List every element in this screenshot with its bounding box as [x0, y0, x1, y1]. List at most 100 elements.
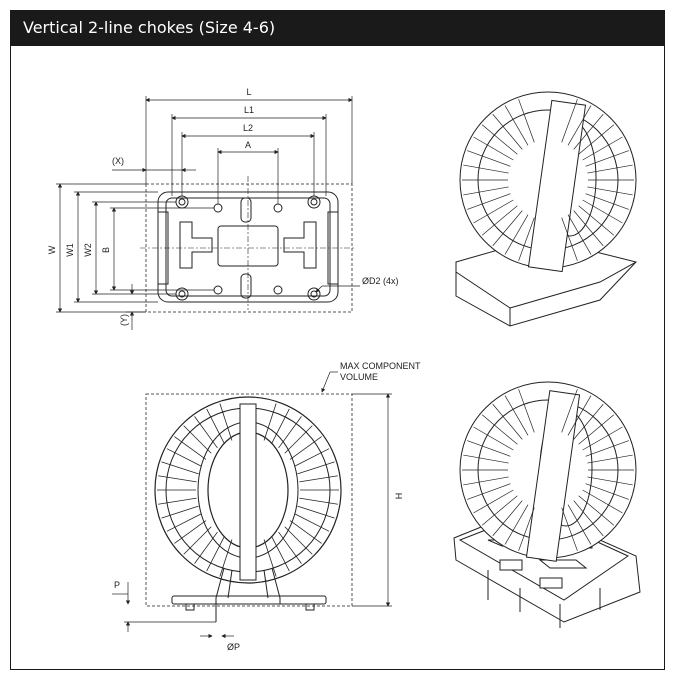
winding-turn: [578, 124, 615, 155]
iso-bottom-windings: [462, 389, 634, 551]
winding-turn: [206, 408, 225, 444]
winding-turn: [587, 186, 633, 196]
winding-turn: [206, 536, 225, 572]
winding-turn: [573, 210, 604, 247]
dim-x: (X): [112, 156, 124, 166]
winding-turn: [481, 414, 518, 445]
winding-turn: [294, 448, 330, 467]
winding-turn: [567, 395, 592, 436]
winding-turn: [582, 199, 623, 224]
winding-turn: [473, 136, 514, 161]
winding-turn: [463, 164, 509, 174]
front-dim-labels: MAX COMPONENT VOLUME H P ØP: [114, 361, 421, 652]
winding-turn: [504, 214, 529, 255]
winding-turn: [567, 504, 592, 545]
dim-p: P: [114, 580, 120, 590]
t-slot-right: [283, 221, 317, 269]
winding-turn: [278, 416, 302, 449]
winding-turn: [585, 440, 629, 457]
winding-turn: [289, 436, 322, 460]
winding-turn: [278, 531, 302, 564]
winding-turn: [578, 205, 615, 236]
pin-1: [213, 203, 223, 213]
front-view: [145, 393, 353, 622]
winding-turn: [158, 497, 197, 505]
winding-turn: [567, 214, 592, 255]
iso-view-bottom: [453, 381, 641, 628]
base-front: [171, 595, 327, 605]
winding-turn: [166, 448, 202, 467]
winding-turn: [492, 113, 523, 150]
pin-4: [273, 285, 283, 295]
winding-turn: [518, 507, 535, 551]
winding-turn: [561, 217, 578, 261]
winding-turn: [284, 526, 313, 555]
lead-1: [215, 567, 225, 622]
winding-turn: [518, 389, 535, 433]
winding-turn: [587, 476, 633, 486]
winding-turn: [504, 504, 529, 545]
dim-b: B: [101, 247, 111, 253]
winding-turn: [166, 513, 202, 532]
winding-turn: [463, 454, 509, 464]
winding-turn: [578, 414, 615, 445]
winding-turn: [481, 205, 518, 236]
winding-turn: [481, 495, 518, 526]
winding-turn: [473, 426, 514, 451]
winding-turn: [158, 475, 197, 483]
coil-windings: [157, 403, 339, 577]
slot-top: [240, 197, 252, 223]
winding-turn: [481, 124, 518, 155]
winding-turn: [161, 505, 199, 519]
winding-turn: [299, 475, 338, 483]
winding-turn: [219, 403, 233, 441]
winding-turn: [585, 193, 629, 210]
winding-turn: [582, 489, 623, 514]
winding-turn: [578, 495, 615, 526]
foot-r: [305, 603, 315, 611]
dim-l: L: [246, 87, 251, 97]
top-dimensions: [56, 96, 360, 330]
winding-turn: [297, 505, 335, 519]
winding-turn: [183, 526, 212, 555]
winding-turn: [271, 408, 290, 444]
dim-w2: W2: [83, 243, 93, 257]
foot-l: [185, 603, 195, 611]
page-title: Vertical 2-line chokes (Size 4-6): [23, 18, 276, 37]
dim-a: A: [245, 140, 251, 150]
front-dimensions: [112, 371, 392, 639]
winding-turn: [567, 105, 592, 146]
winding-turn: [161, 461, 199, 475]
winding-turn: [585, 483, 629, 500]
pin-3: [213, 285, 223, 295]
winding-turn: [467, 440, 511, 457]
iso-top-windings: [462, 99, 634, 261]
winding-turn: [463, 186, 509, 196]
max-volume-box: [145, 393, 353, 607]
winding-turn: [463, 476, 509, 486]
dim-w: W: [47, 245, 57, 254]
winding-turn: [271, 536, 290, 572]
winding-turn: [582, 426, 623, 451]
winding-turn: [467, 483, 511, 500]
winding-turn: [518, 99, 535, 143]
winding-turn: [492, 500, 523, 537]
winding-turn: [573, 403, 604, 440]
winding-turn: [492, 403, 523, 440]
winding-turn: [587, 164, 633, 174]
winding-turn: [289, 520, 322, 544]
winding-turn: [263, 539, 277, 577]
winding-turn: [467, 193, 511, 210]
winding-turn: [174, 436, 207, 460]
dim-l2: L2: [243, 123, 253, 133]
iso-view-top: [455, 91, 637, 327]
winding-turn: [585, 150, 629, 167]
pin-hole-br: [307, 287, 321, 301]
winding-turn: [194, 531, 218, 564]
winding-turn: [263, 403, 277, 441]
winding-turn: [219, 539, 233, 577]
t-slot-left: [179, 221, 213, 269]
pin-2: [273, 203, 283, 213]
winding-turn: [587, 454, 633, 464]
